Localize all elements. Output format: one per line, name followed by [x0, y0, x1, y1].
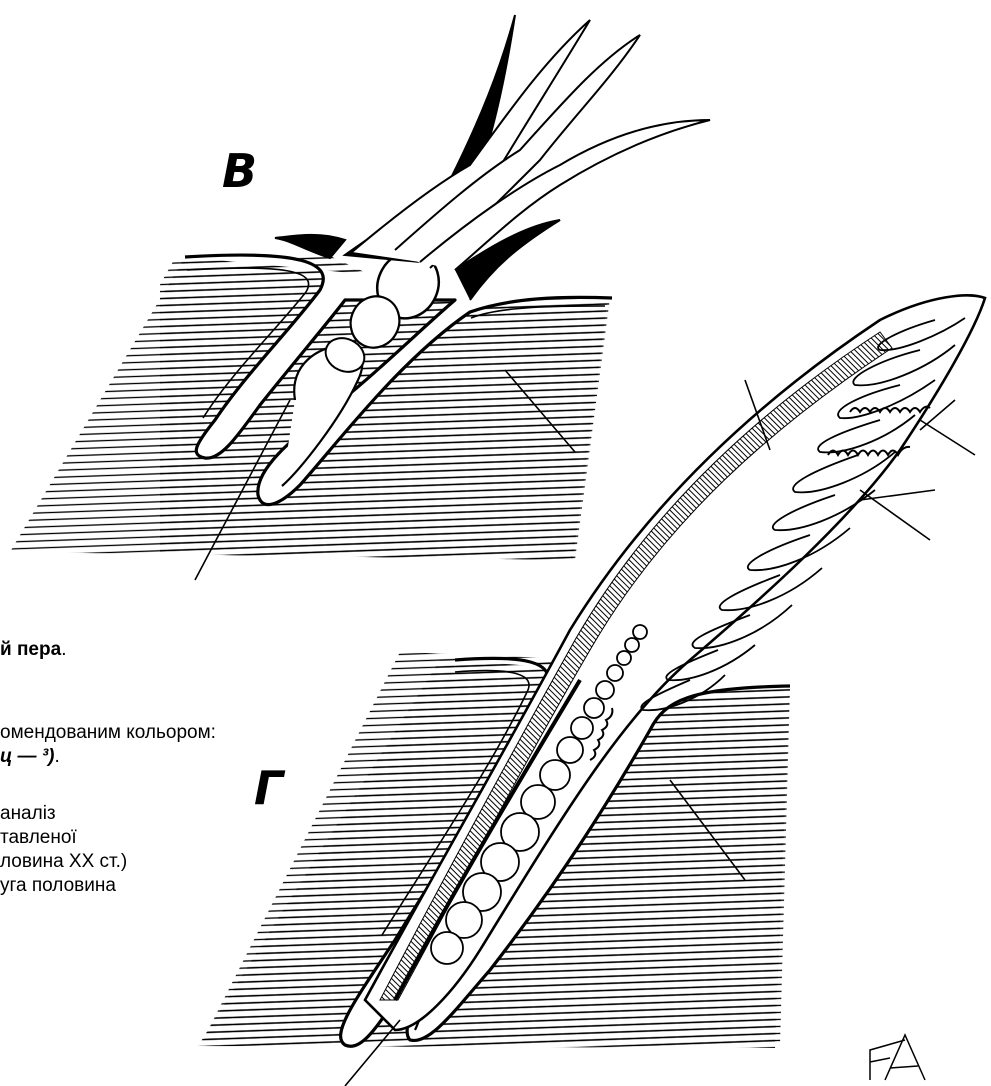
text-line-3-bold: ц — ³): [0, 746, 55, 767]
text-line-2: омендованим кольором:: [0, 721, 216, 745]
figure-label-v: В: [222, 148, 257, 194]
text-line-1: й пера.: [0, 638, 66, 662]
text-line-3: ц — ³).: [0, 745, 60, 769]
text-line-7: уга половина: [0, 874, 116, 898]
text-line-4: аналіз: [0, 802, 56, 826]
artist-monogram: [870, 1035, 925, 1080]
text-line-6: ловина XX ст.): [0, 850, 127, 874]
text-line-3-end: .: [55, 746, 60, 767]
figure-label-g: Г: [254, 765, 283, 811]
text-line-1-end: .: [61, 639, 66, 660]
text-line-1-bold: й пера: [0, 639, 61, 660]
text-line-5: тавленої: [0, 826, 77, 850]
feather-barbs-v: [275, 15, 710, 300]
